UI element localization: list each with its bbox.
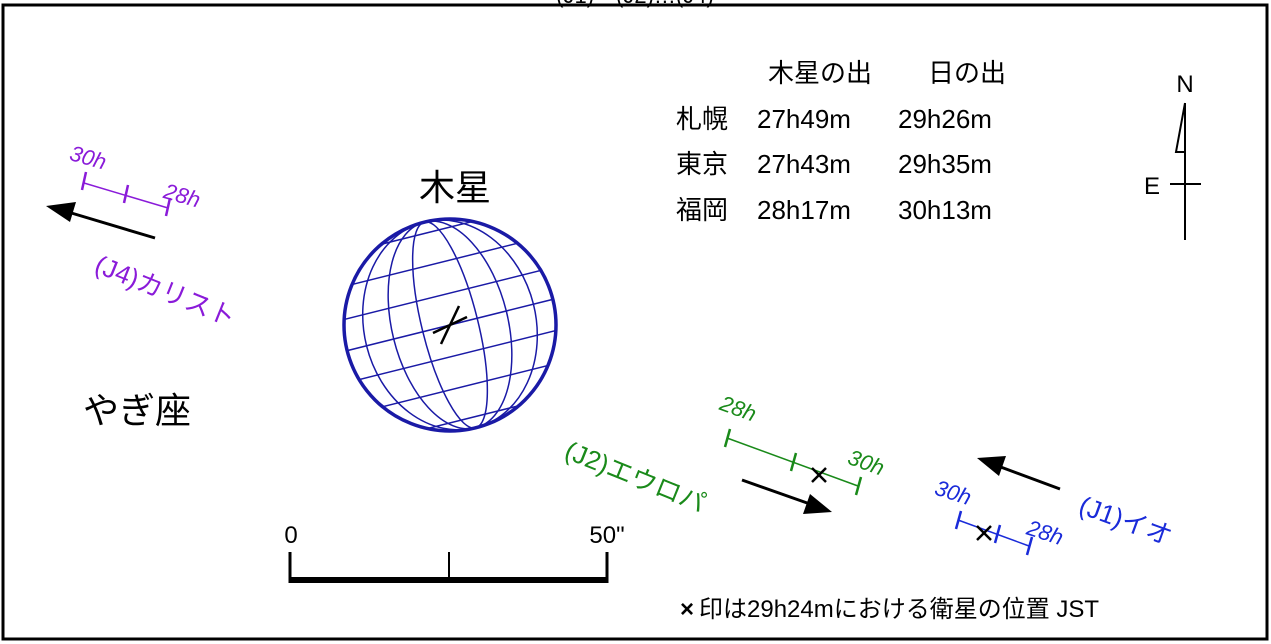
rise-time-table: 木星の出 日の出 札幌 27h49m 29h26m 東京 27h43m 29h3… [676,58,1006,225]
callisto-motion-arrow-icon [46,202,156,240]
row-city: 福岡 [676,195,728,225]
scale-start-label: 0 [284,522,297,549]
callisto-track [80,171,172,217]
row-city: 東京 [676,149,728,179]
scale-end-label: 50" [589,522,624,549]
constellation-label: やぎ座 [83,390,191,431]
europa-motion-arrow-icon [741,478,832,514]
diagram-frame [1,3,1269,641]
compass-east-label: E [1144,173,1160,200]
row-sunrise: 29h26m [898,104,992,134]
footnote-mark: × [680,596,694,623]
io-motion-arrow-icon [977,456,1061,491]
europa-start-time: 28h [716,390,760,426]
io-start-time: 30h [932,475,975,510]
io-track [954,510,1034,556]
jupiter-label: 木星 [419,167,491,208]
row-jupiter-rise: 27h43m [757,149,851,179]
row-city: 札幌 [676,104,728,134]
europa-position-mark-icon [811,467,827,483]
row-jupiter-rise: 27h49m [757,104,851,134]
io-name: (J1)イオ [1075,490,1176,551]
jupiter-outline [342,217,558,433]
scale-bar: 0 50" [284,522,625,583]
jupiter-globe [321,203,579,447]
row-sunrise: 29h35m [898,149,992,179]
compass-north-arrow-icon [1174,102,1186,240]
io-position-mark-icon [976,525,992,541]
europa-track [723,428,863,496]
row-jupiter-rise: 28h17m [757,195,851,225]
compass-north-label: N [1176,71,1193,98]
callisto-name: (J4)カリスト [91,249,240,333]
header-sunrise: 日の出 [928,58,1006,88]
callisto-start-time: 30h [67,140,109,174]
title-fragment: (J1)・(J2)…(J4) [556,0,714,8]
header-jupiter-rise: 木星の出 [768,58,872,88]
row-sunrise: 30h13m [898,195,992,225]
footnote-text: 印は29h24mにおける衛星の位置 JST [699,596,1099,623]
compass: N E [1144,71,1201,240]
europa-name: (J2)エウロパ [561,435,710,519]
europa-end-time: 30h [845,445,888,481]
